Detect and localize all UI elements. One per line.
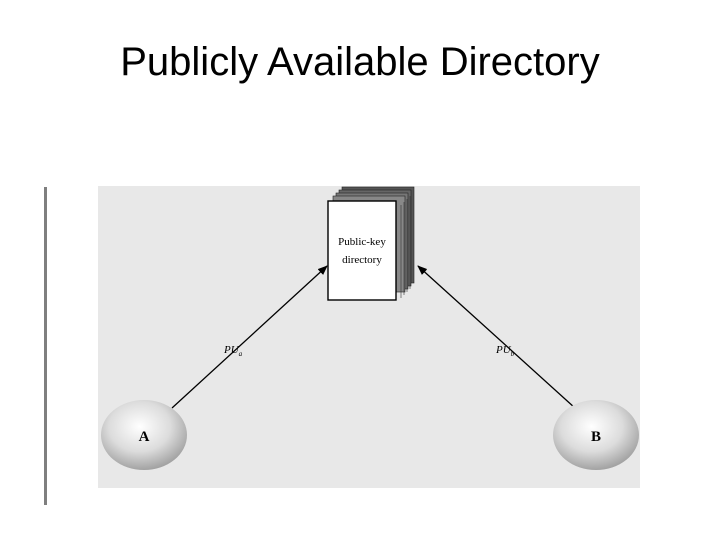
node-b-label: B [591, 429, 601, 445]
edge-label-pub: PUb [495, 344, 515, 358]
left-accent-bar [44, 187, 47, 505]
directory-cover [327, 200, 397, 301]
slide-title: Publicly Available Directory [120, 40, 600, 84]
node-b: B [553, 400, 639, 470]
directory-label-line2: directory [342, 254, 382, 266]
node-a-label: A [139, 429, 150, 445]
arrow-b-to-directory [417, 265, 576, 409]
directory-label-line1: Public-key [338, 236, 386, 248]
edge-label-pua: PUa [223, 344, 243, 358]
public-key-directory: Public-key directory [327, 186, 415, 301]
node-a: A [101, 400, 187, 470]
arrow-a-to-directory [171, 265, 328, 409]
